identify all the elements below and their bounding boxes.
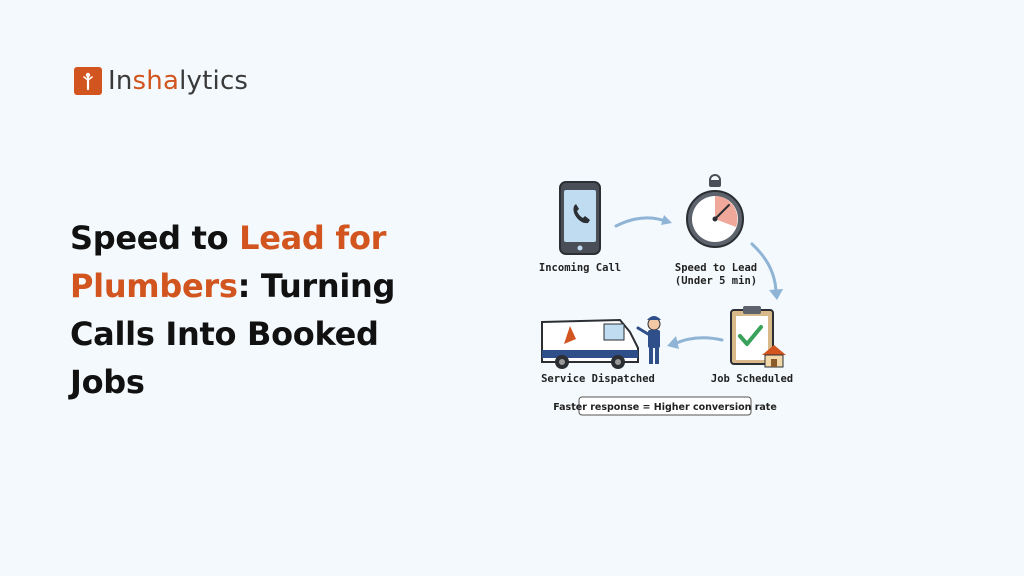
logo-icon [74,67,102,95]
step-label-service-dispatched: Service Dispatched [541,373,655,385]
conversion-note: Faster response = Higher conversion rate [553,396,777,416]
step-label-job-scheduled: Job Scheduled [711,373,793,385]
title-part-3: : Turning Calls Into Booked Jobs [70,267,396,401]
arrow-call-to-lead [614,216,670,228]
brand-logo[interactable]: Inshalytics [74,66,248,96]
brand-name: Inshalytics [108,66,249,96]
clipboard-check-icon [730,306,786,368]
plumber-icon [636,316,661,364]
arrow-scheduled-to-dispatched [672,336,724,346]
phone-icon [559,181,601,255]
stopwatch-icon [686,174,744,248]
arrow-lead-to-scheduled [750,242,778,296]
van-icon [541,318,639,369]
step-label-speed-to-lead: Speed to Lead [675,262,757,274]
conversion-note-text: Faster response = Higher conversion rate [553,402,777,413]
page-title: Speed to Lead for Plumbers: Turning Call… [70,214,400,406]
step-label-incoming-call: Incoming Call [539,262,621,274]
step-sublabel-under-5-min: (Under 5 min) [675,275,757,287]
title-part-1: Speed to [70,219,240,257]
title-highlight: Lead for Plumbers [70,219,387,305]
speed-to-lead-diagram: Incoming Call Speed to Lead (Under 5 min… [539,174,793,416]
